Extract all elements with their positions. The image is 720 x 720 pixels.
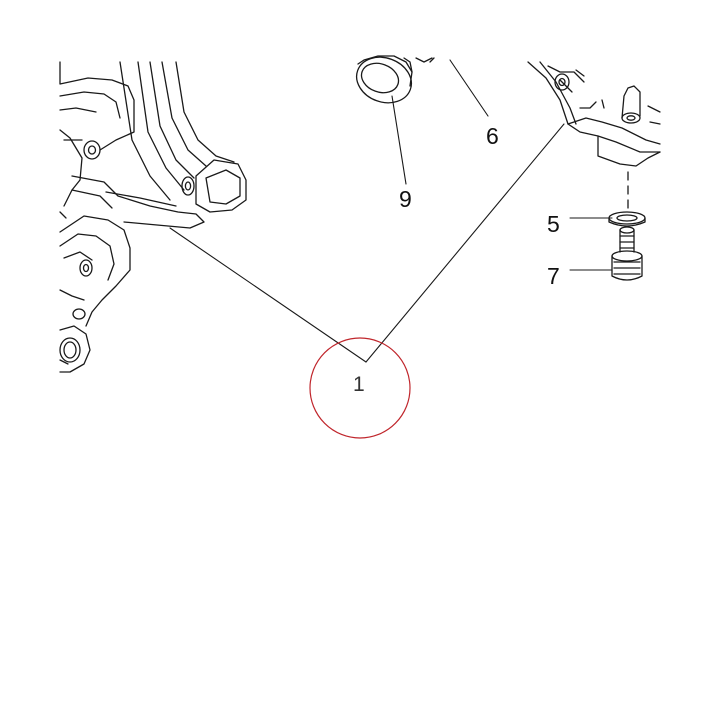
callout-label-6: 6 (486, 123, 499, 149)
leader-line-6 (449, 59, 489, 117)
leader-line-1-right (365, 123, 565, 363)
leader-lines (169, 59, 613, 363)
washer-part (608, 171, 646, 227)
callout-label-1: 1 (353, 373, 365, 396)
engine-housing-left (59, 61, 247, 373)
callout-label-5: 5 (547, 211, 560, 237)
leader-line-9 (391, 95, 407, 185)
drain-plug-part (611, 226, 643, 281)
seal-ring-part (355, 55, 435, 104)
leader-line-1-left (169, 227, 367, 363)
callout-label-9: 9 (399, 186, 412, 212)
callout-1-highlight-circle (309, 337, 411, 439)
engine-housing-right (527, 61, 661, 167)
callout-label-7: 7 (547, 263, 560, 289)
